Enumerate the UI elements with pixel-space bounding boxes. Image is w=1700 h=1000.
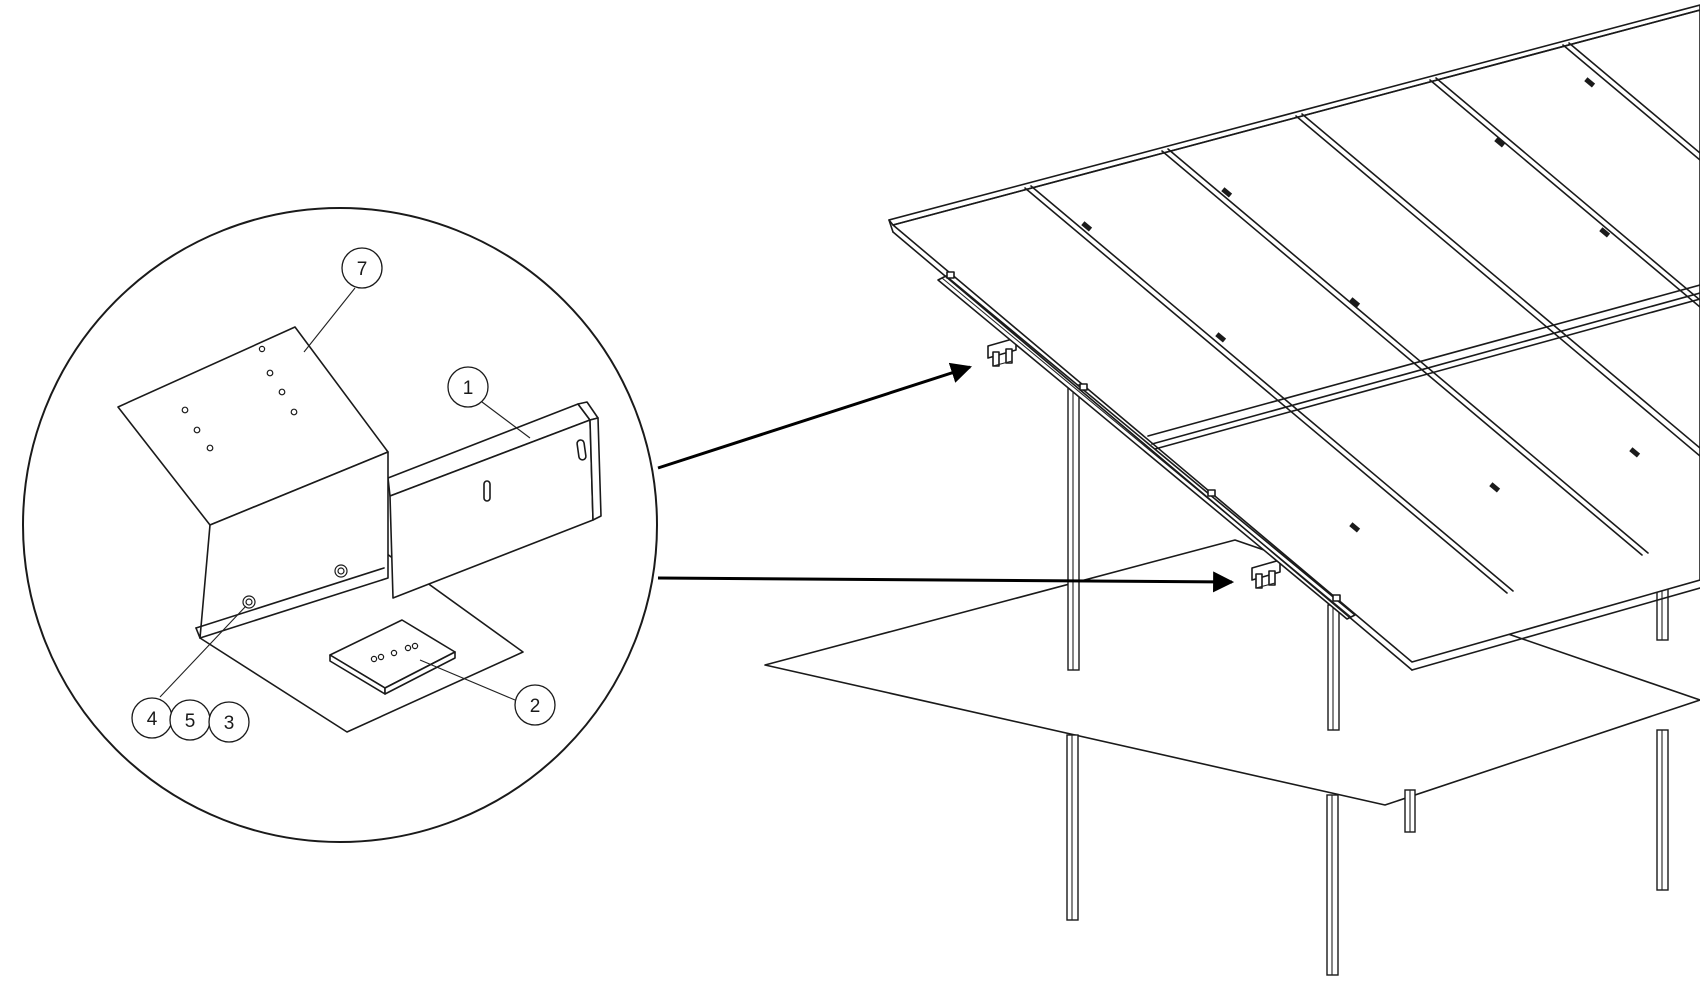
balloon-4: 4 <box>131 697 173 739</box>
detail-view: 7 1 2 4 5 3 <box>22 207 658 843</box>
solar-array-view <box>764 4 1700 976</box>
posts-below-ground <box>1066 729 1669 976</box>
balloon-5: 5 <box>169 699 211 741</box>
edge-clamps <box>946 271 1341 602</box>
leader-lines <box>159 287 531 701</box>
rail-bracket-upper <box>987 337 1017 367</box>
balloon-3: 3 <box>208 701 250 743</box>
c-channel-rail <box>387 401 602 599</box>
bearing-plate <box>329 619 456 695</box>
balloon-5-label: 5 <box>185 711 196 732</box>
balloon-2-label: 2 <box>530 696 541 717</box>
module-clamps <box>1081 77 1641 533</box>
bent-bracket <box>117 326 389 639</box>
module-seams <box>1024 42 1700 594</box>
balloon-1-label: 1 <box>463 378 474 399</box>
pointer-arrow-lower <box>657 571 1235 593</box>
balloon-4-label: 4 <box>147 709 158 730</box>
balloon-7-label: 7 <box>357 259 368 280</box>
balloon-1: 1 <box>447 366 489 408</box>
pointer-arrow-upper <box>657 362 972 470</box>
balloon-2: 2 <box>514 684 556 726</box>
balloon-7: 7 <box>341 247 383 289</box>
rail-bracket-lower <box>1251 559 1281 589</box>
balloon-3-label: 3 <box>224 713 235 734</box>
